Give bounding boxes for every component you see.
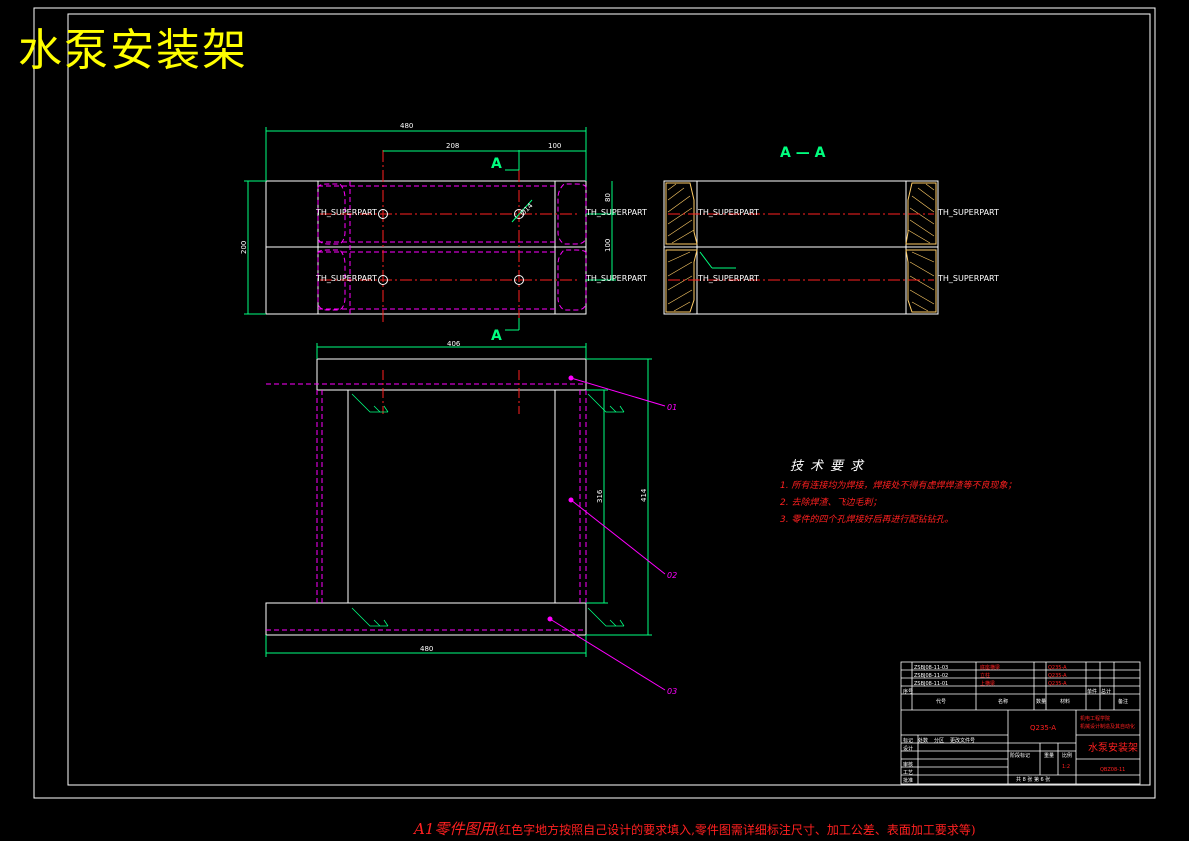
footer-note: A1零件图用(红色字地方按照自己设计的要求填入,零件图需详细标注尺寸、加工公差、… <box>414 818 976 839</box>
hole-4 <box>514 275 524 285</box>
tech-item-2: 2. 去除焊渣、飞边毛刺； <box>780 498 882 508</box>
section-view <box>663 180 939 315</box>
tech-item-1: 1. 所有连接均为焊接，焊接处不得有虚焊焊渣等不良现象； <box>780 481 1017 491</box>
drawing-title: 水泵安装架 <box>18 25 248 76</box>
top-beam <box>316 358 587 391</box>
outer-border <box>33 7 1156 799</box>
front-view <box>265 343 666 691</box>
tech-item-3: 3. 零件的四个孔焊接好后再进行配钻钻孔。 <box>780 515 954 525</box>
hole-1 <box>378 209 388 219</box>
footer-note-text: (红色字地方按照自己设计的要求填入,零件图需详细标注尺寸、加工公差、表面加工要求… <box>494 823 976 837</box>
tech-heading: 技术要求 <box>790 459 871 474</box>
base-beam <box>265 602 587 636</box>
inner-border <box>67 13 1151 786</box>
section-cut-lines <box>505 150 520 331</box>
top-view <box>244 127 616 322</box>
hole-3 <box>378 275 388 285</box>
footer-a1-label: A1零件图用 <box>414 820 495 838</box>
hole-2 <box>514 209 524 219</box>
technical-requirements: 技术要求 1. 所有连接均为焊接，焊接处不得有虚焊焊渣等不良现象； 2. 去除焊… <box>780 455 1016 525</box>
title-block-lines <box>900 661 1141 785</box>
